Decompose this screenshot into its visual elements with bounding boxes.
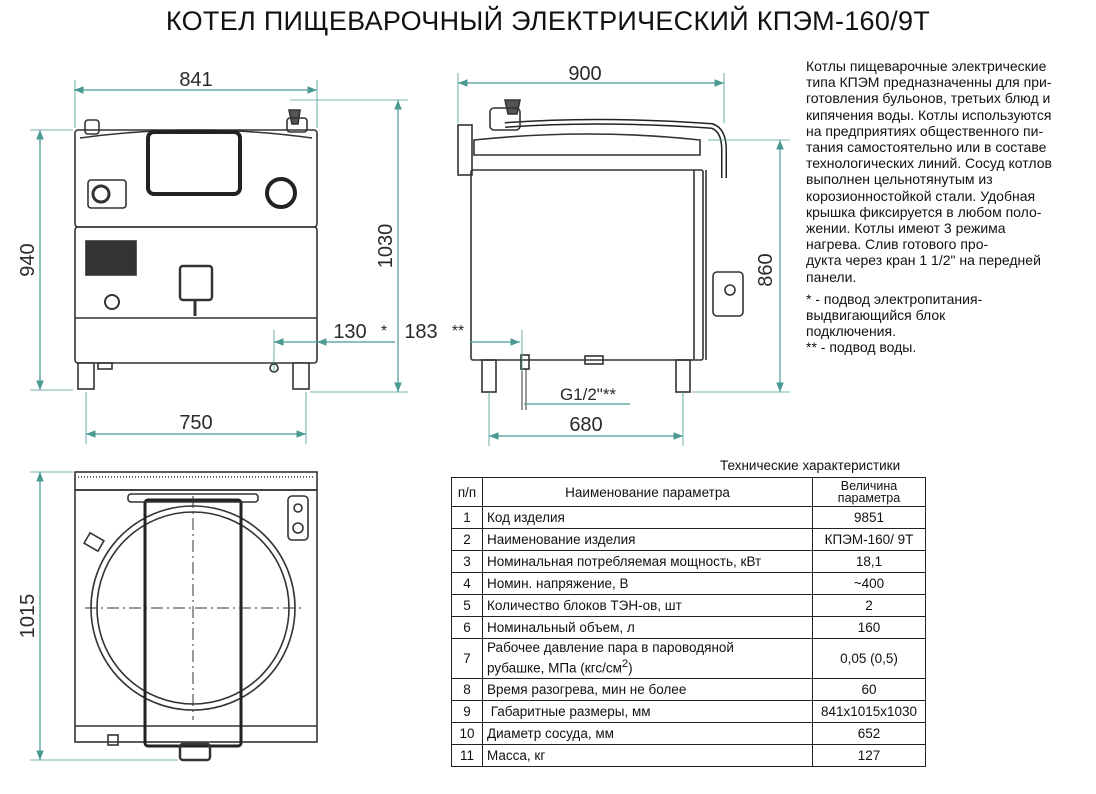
- dim-front-total-height: 1030: [375, 224, 397, 269]
- desc-line: нагрева. Слив готового про-: [806, 236, 989, 253]
- desc-line: корозионностойкой стали. Удобная: [806, 187, 1036, 204]
- dim-water-mark: **: [452, 323, 464, 340]
- front-view: [74, 109, 318, 390]
- desc-line: крышка фиксируется в любом поло-: [806, 203, 1042, 220]
- desc-line: кипячения воды. Котлы используются: [806, 106, 1052, 123]
- side-view: [457, 99, 744, 410]
- dim-water-offset: 183: [404, 321, 437, 343]
- dim-power-offset: 130: [333, 321, 366, 343]
- desc-line: тания самостоятельно или в составе: [806, 139, 1047, 156]
- description: Котлы пищеварочные электрические типа КП…: [806, 58, 1090, 356]
- desc-line: Котлы пищеварочные электрические: [806, 58, 1047, 74]
- note-power-supply: * - подвод электропитания- выдвигающийся…: [806, 290, 983, 340]
- desc-line: панели.: [806, 268, 857, 285]
- desc-line: выполнен цельнотянутым из: [806, 171, 993, 188]
- description-text: Котлы пищеварочные электрические типа КП…: [806, 58, 1090, 285]
- dim-water-pipe: G1/2"**: [560, 385, 617, 404]
- dim-top-depth: 1015: [17, 594, 39, 639]
- dim-front-width: 841: [179, 69, 212, 91]
- dim-front-height: 940: [17, 243, 39, 276]
- dim-side-base: 680: [569, 414, 602, 436]
- header-name: Наименование параметра: [482, 477, 813, 507]
- specs-caption: Технические характеристики: [720, 458, 901, 473]
- desc-line: готовления бульонов, третьих блюд и: [806, 90, 1051, 107]
- desc-line: технологических линий. Сосуд котлов: [806, 155, 1052, 172]
- desc-line: на предприятиях общественного пи-: [806, 122, 1044, 139]
- page-title: КОТЕЛ ПИЩЕВАРОЧНЫЙ ЭЛЕКТРИЧЕСКИЙ КПЭМ-16…: [165, 6, 931, 36]
- dim-power-mark: *: [381, 323, 387, 340]
- top-view: [74, 471, 318, 762]
- dim-front-base-width: 750: [179, 412, 212, 434]
- desc-line: дукта через кран 1 1/2" на передней: [806, 252, 1041, 269]
- header-num: п/п: [451, 477, 483, 507]
- note-water-supply: ** - подвод воды.: [806, 339, 917, 356]
- dim-side-depth: 900: [568, 63, 601, 85]
- dim-side-height: 860: [755, 253, 777, 286]
- desc-line: типа КПЭМ предназначенны для при-: [806, 74, 1052, 91]
- desc-line: жении. Котлы имеют 3 режима: [806, 220, 1006, 237]
